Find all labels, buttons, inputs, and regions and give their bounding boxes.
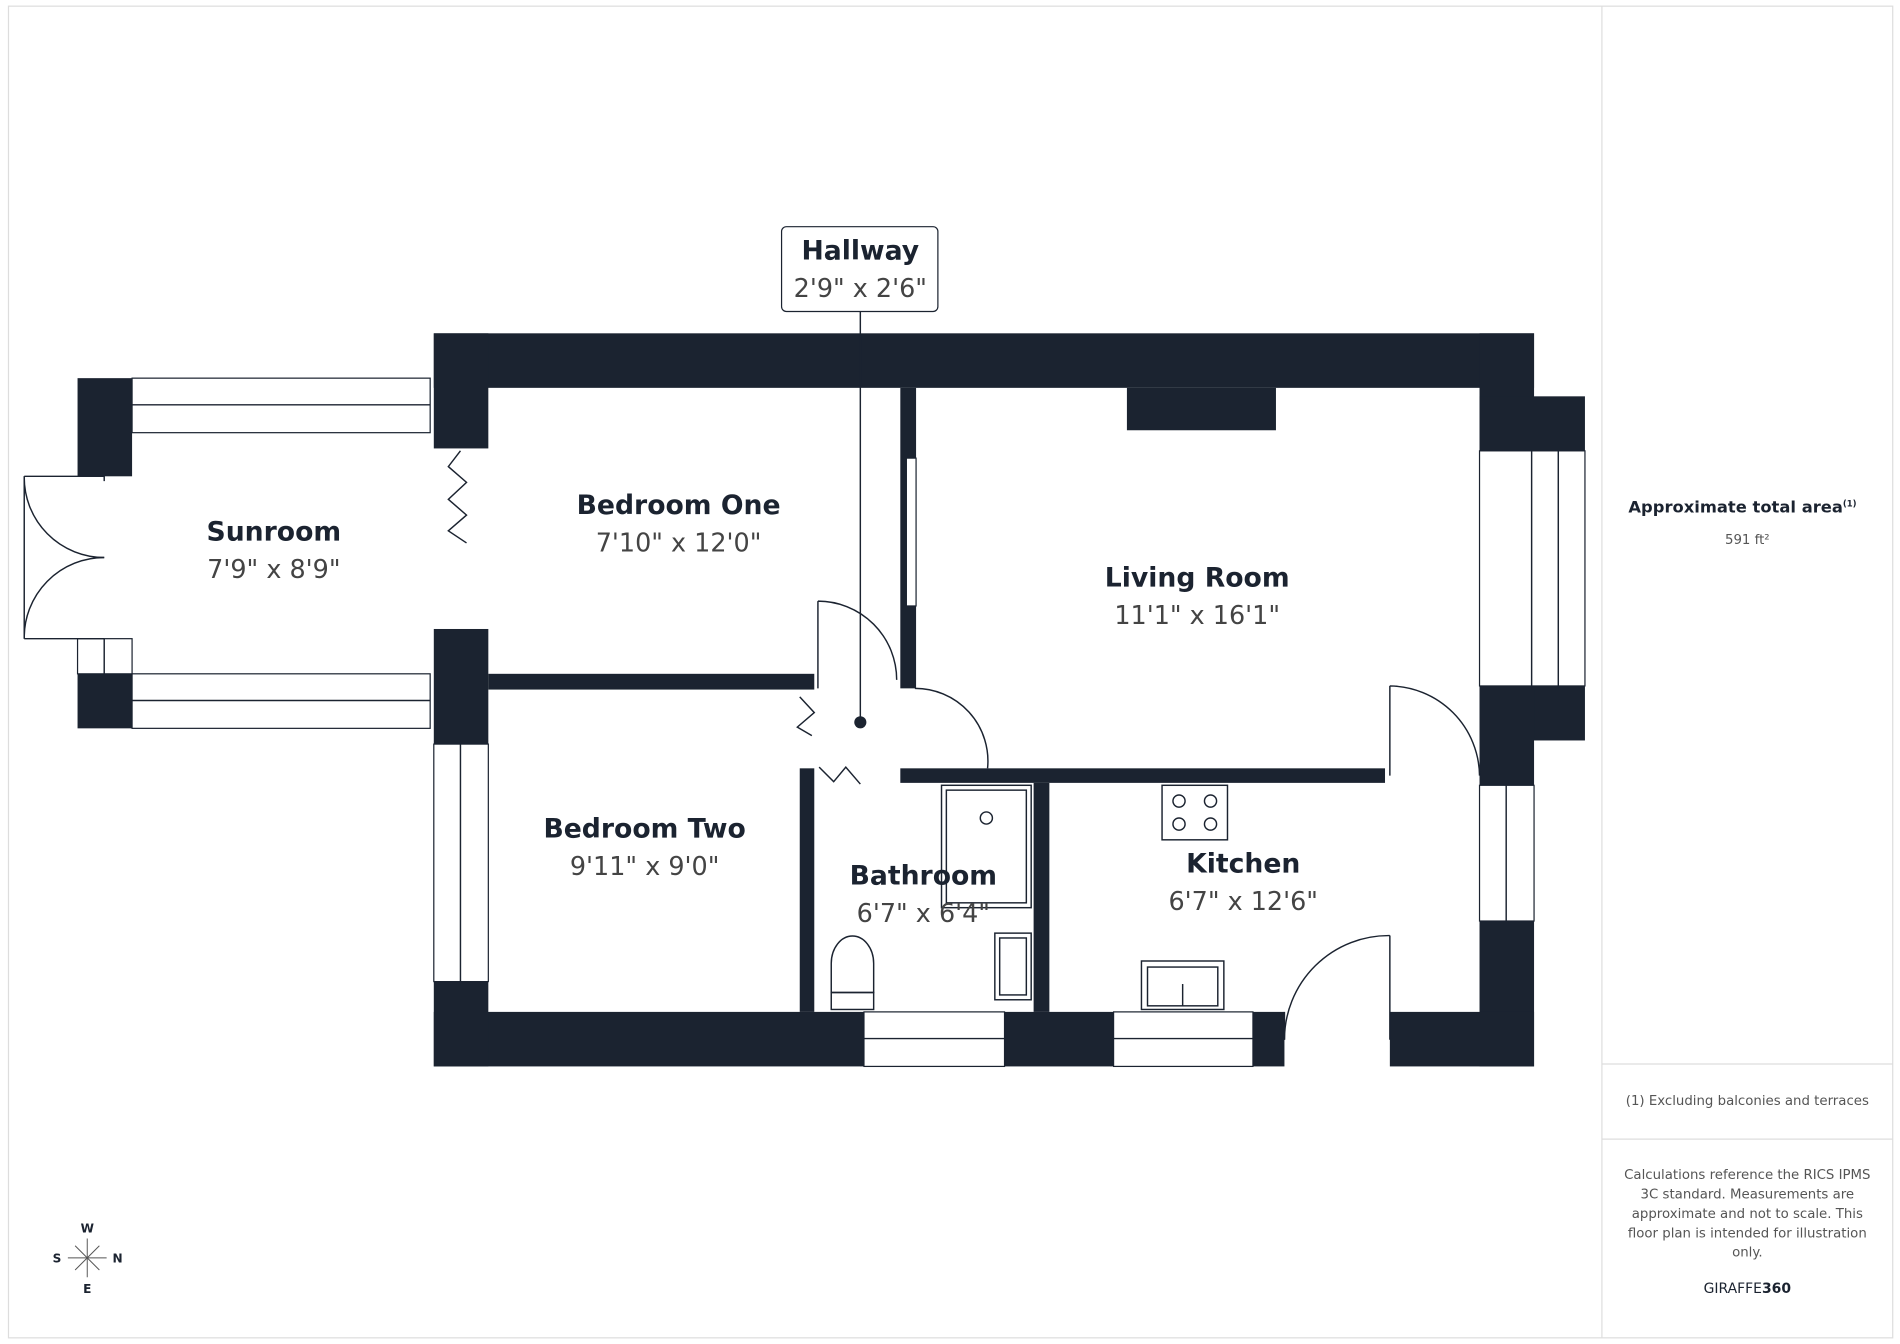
disclaimer-line: floor plan is intended for illustration [1628,1226,1867,1241]
room-dims-kitchen: 6'7" x 12'6" [1168,886,1318,916]
toilet-icon [830,935,875,1011]
area-title-text: Approximate total area [1628,498,1843,517]
fixtures [830,784,1229,1011]
disclaimer-line: approximate and not to scale. This [1632,1207,1863,1222]
room-name-bedroom-one: Bedroom One [577,490,781,521]
disclaimer-line: Calculations reference the RICS IPMS [1624,1168,1870,1183]
room-name: Hallway [801,235,919,266]
compass-w: W [81,1221,94,1235]
area-value: 591 ft² [1725,533,1770,548]
page-frame [7,5,1894,1339]
room-name-sunroom: Sunroom [207,517,342,548]
basin-icon [994,932,1032,1001]
windows [76,377,1586,1068]
room-dims-bathroom: 6'7" x 6'4" [857,898,990,928]
area-note-ref: (1) [1843,499,1857,509]
room-name-kitchen: Kitchen [1186,849,1300,880]
shower-icon [940,784,1032,909]
disclaimer-line: only. [1732,1246,1763,1261]
room-dims-bedroom-one: 7'10" x 12'0" [596,527,762,557]
room-dims-sunroom: 7'9" x 8'9" [207,554,340,584]
area-title: Approximate total area(1) [1628,498,1856,517]
room-dims: 2'9" x 2'6" [794,273,927,303]
brand-light: GIRAFFE [1704,1281,1762,1297]
room-dims-living-room: 11'1" x 16'1" [1114,600,1280,630]
room-name-bathroom: Bathroom [850,861,998,892]
room-dims-bedroom-two: 9'11" x 9'0" [570,851,720,881]
brand-bold: 360 [1762,1281,1791,1297]
compass-e: E [83,1282,91,1296]
compass-s: S [53,1252,62,1266]
walls [77,333,1585,1067]
compass-n: N [112,1252,122,1266]
compass-icon [67,1238,107,1278]
brand-logo: GIRAFFE360 [1704,1281,1792,1297]
sink-icon [1140,960,1225,1011]
fireplace [1126,387,1276,431]
hallway-label: Hallway 2'9" x 2'6" [780,226,939,729]
footnote: (1) Excluding balconies and terraces [1626,1094,1869,1109]
doors [23,450,1481,1040]
room-name-bedroom-two: Bedroom Two [543,813,745,844]
hob-icon [1161,784,1229,841]
disclaimer-line: 3C standard. Measurements are [1641,1187,1855,1202]
room-name-living-room: Living Room [1105,563,1290,594]
